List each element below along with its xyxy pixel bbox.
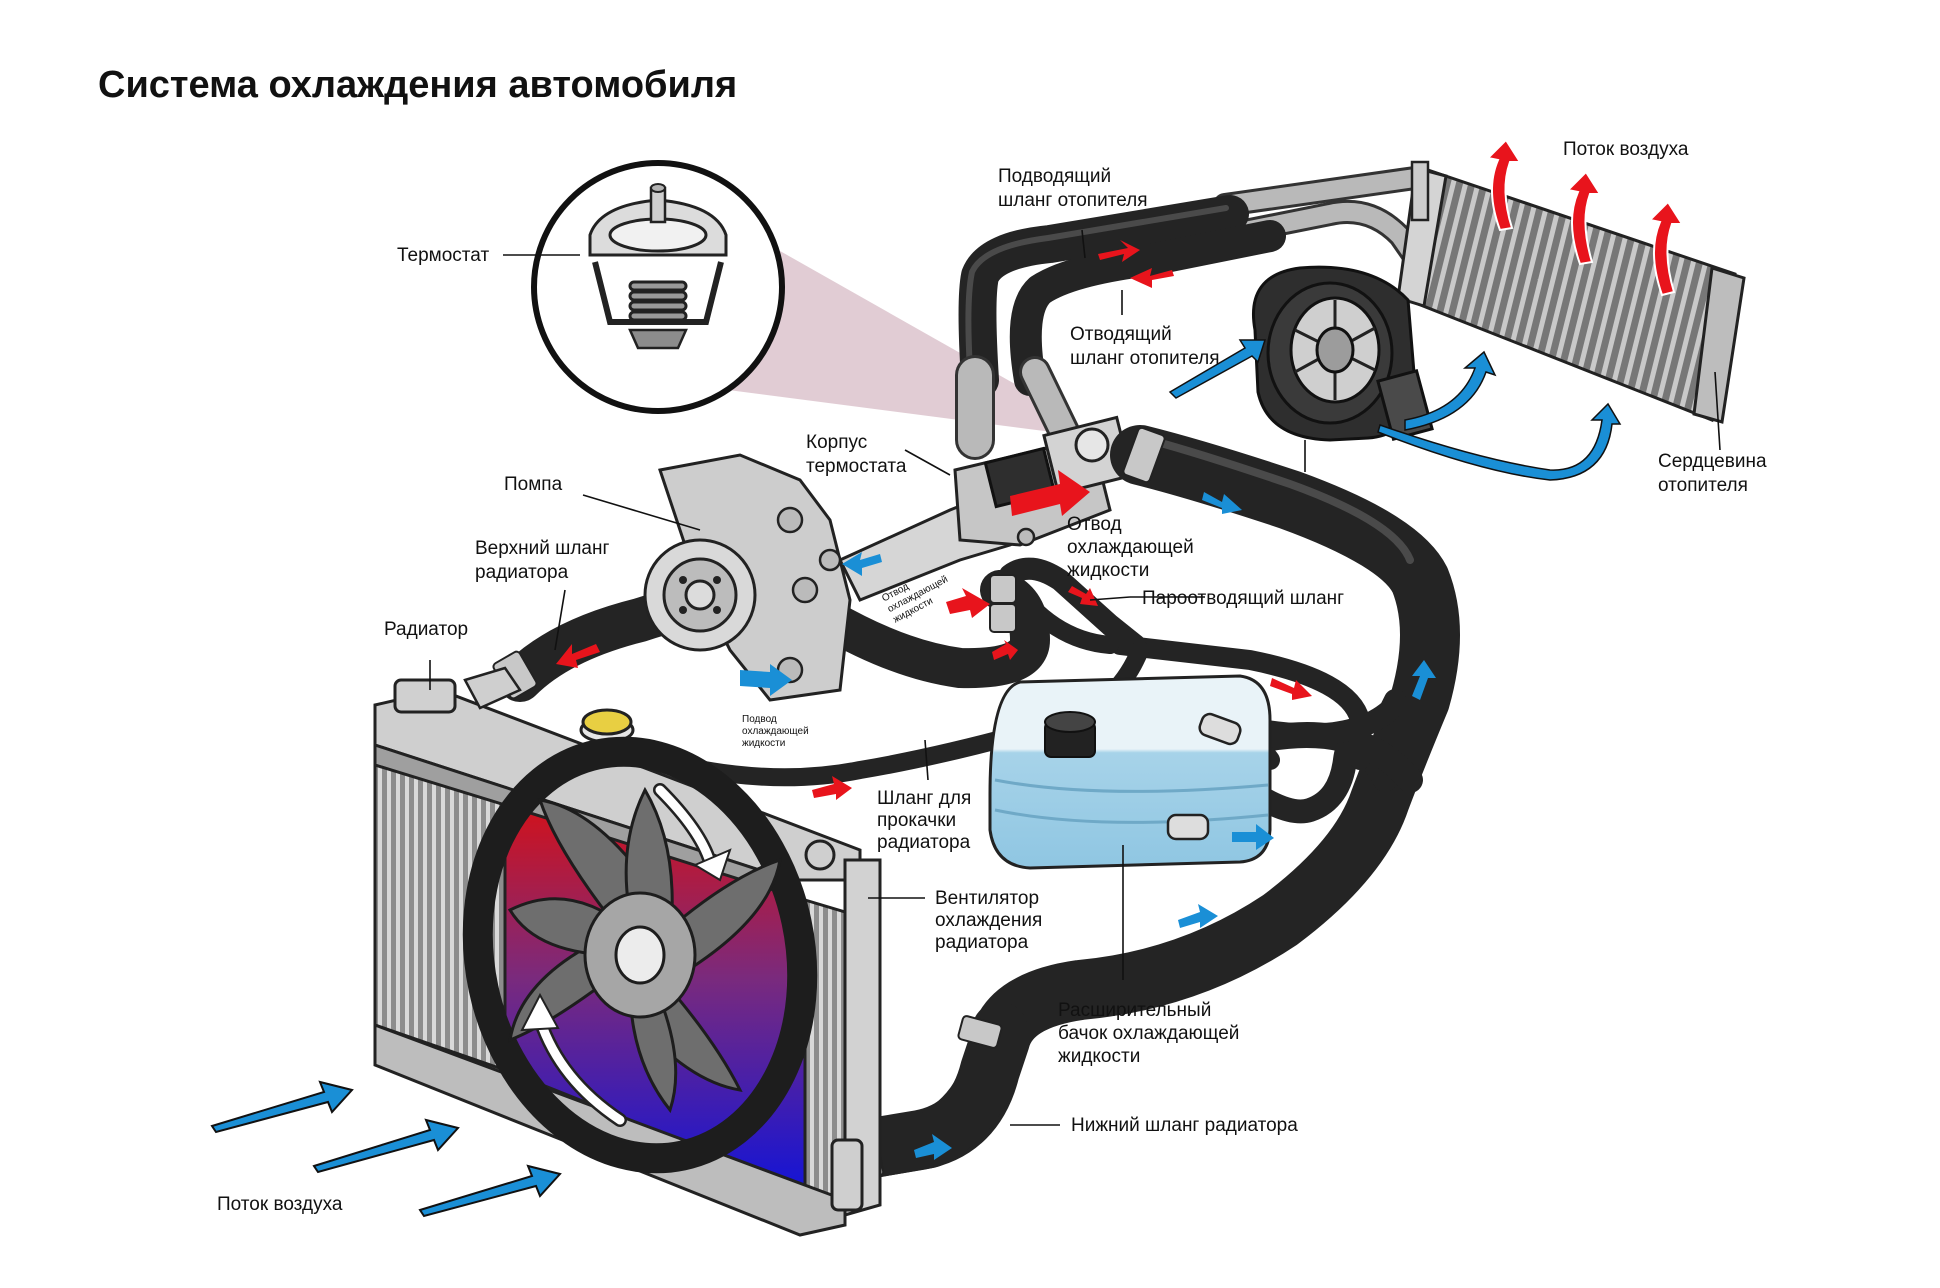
label-steam-hose: Пароотводящий шланг (1142, 588, 1344, 609)
label-bleed-hose-1: Шланг для (877, 788, 971, 809)
blue-airflow-arrow (1404, 350, 1497, 431)
label-radiator: Радиатор (384, 619, 468, 640)
red-arrow (1098, 240, 1140, 262)
blue-arrow (1178, 904, 1218, 928)
label-upper-hose-2: радиатора (475, 562, 569, 583)
label-fan-3: радиатора (935, 932, 1029, 953)
red-airflow-arrow (1485, 138, 1522, 232)
label-coolant-outlet-3: жидкости (1067, 560, 1149, 581)
water-pump (492, 453, 1050, 702)
label-thermostat-housing-2: термостата (806, 456, 907, 477)
label-small-inlet-2: охлаждающей (742, 726, 809, 737)
red-arrow (1068, 586, 1098, 606)
blue-arrow (1232, 824, 1274, 850)
label-coolant-outlet-2: охлаждающей (1067, 537, 1194, 558)
heater-blower (1252, 265, 1434, 442)
heater-hoses (955, 166, 1430, 460)
label-expansion-tank-2: бачок охлаждающей (1058, 1023, 1239, 1044)
blue-arrow (842, 552, 882, 576)
blue-airflow-arrow (1168, 339, 1267, 399)
label-coolant-outlet-1: Отвод (1067, 514, 1122, 535)
label-thermostat-housing-1: Корпус (806, 432, 867, 453)
blue-arrow (1202, 492, 1242, 514)
label-fan-2: охлаждения (935, 910, 1042, 931)
red-airflow-arrow (1565, 170, 1602, 266)
label-heater-core-1: Сердцевина (1658, 451, 1767, 472)
red-arrow (1010, 470, 1090, 516)
blue-arrow (1412, 660, 1436, 700)
label-thermostat: Термостат (397, 245, 489, 266)
label-fan-1: Вентилятор (935, 888, 1039, 909)
cooling-fan (462, 736, 818, 1174)
heater-core (1396, 160, 1746, 424)
flow-arrows (210, 138, 1684, 1218)
labels: Термостат Подводящий шланг отопителя Отв… (217, 139, 1767, 1215)
thermostat-icon (588, 183, 728, 350)
blue-airflow-arrow (210, 1080, 354, 1134)
blue-airflow-arrow (418, 1164, 562, 1218)
red-arrow (1270, 678, 1312, 700)
label-upper-hose-1: Верхний шланг (475, 538, 609, 559)
label-expansion-tank-1: Расширительный (1058, 1000, 1211, 1021)
blue-arrow (914, 1134, 952, 1160)
leader-lines (429, 229, 1721, 1126)
red-arrow (946, 588, 990, 618)
thermostat-housing (837, 415, 1146, 602)
label-inlet-hose-2: шланг отопителя (998, 190, 1148, 211)
red-arrow (812, 776, 852, 800)
label-bleed-hose-3: радиатора (877, 832, 971, 853)
label-inlet-hose-1: Подводящий (998, 166, 1111, 187)
page-title: Система охлаждения автомобиля (98, 64, 737, 106)
label-airflow-bottom: Поток воздуха (217, 1194, 343, 1215)
label-bleed-hose-2: прокачки (877, 810, 956, 831)
label-outlet-hose-2: шланг отопителя (1070, 348, 1220, 369)
label-small-inlet-1: Подвод (742, 714, 777, 725)
blue-arrow (740, 664, 792, 696)
label-outlet-hose-1: Отводящий (1070, 324, 1172, 345)
label-small-inlet-3: жидкости (742, 738, 785, 749)
red-airflow-arrow (1647, 200, 1684, 297)
label-airflow-top: Поток воздуха (1563, 139, 1689, 160)
blue-airflow-arrow (312, 1118, 460, 1174)
red-arrow (556, 644, 600, 668)
label-pump: Помпа (504, 474, 563, 495)
blue-airflow-arrow (1377, 402, 1622, 481)
label-heater-core-2: отопителя (1658, 475, 1748, 496)
expansion-tank (988, 674, 1272, 870)
red-arrow (992, 640, 1018, 660)
red-arrow (1130, 268, 1174, 288)
label-lower-hose: Нижний шланг радиатора (1071, 1115, 1298, 1136)
label-expansion-tank-3: жидкости (1058, 1046, 1140, 1067)
